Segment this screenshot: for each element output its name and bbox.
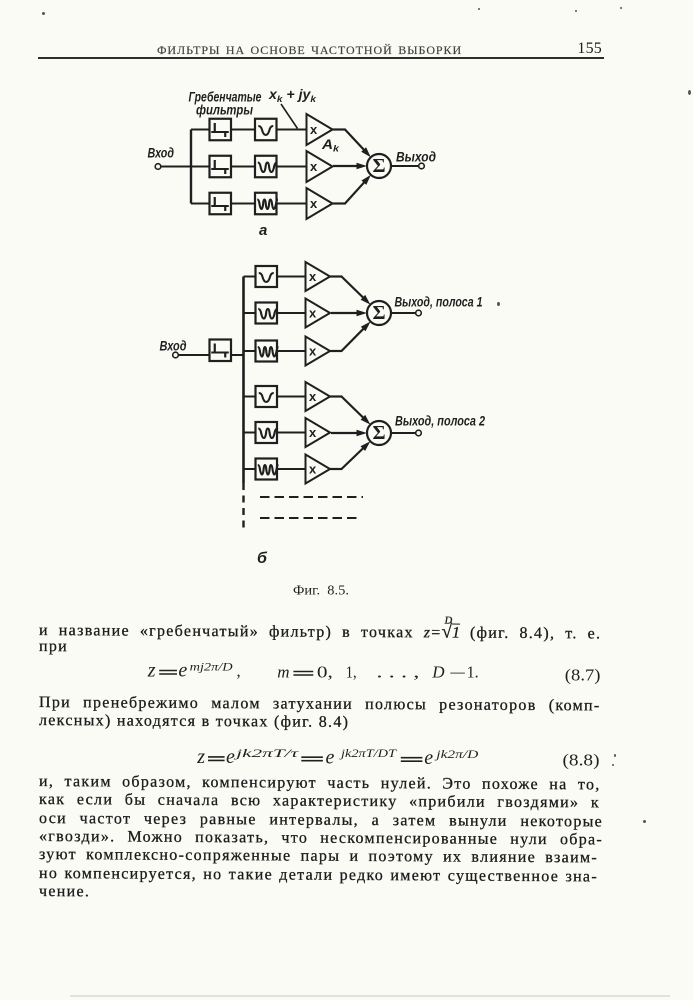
svg-text:m: m <box>277 663 289 682</box>
svg-text:б: б <box>257 550 268 567</box>
svg-text:jk2πT/τ: jk2πT/τ <box>233 746 300 760</box>
svg-text:Вход: Вход <box>160 339 187 354</box>
svg-text:1.: 1. <box>467 663 479 682</box>
svg-text:,: , <box>237 662 241 681</box>
svg-text:xk + jyk: xk + jyk <box>268 87 317 105</box>
svg-text:Вход: Вход <box>148 146 175 161</box>
svg-text:z: z <box>147 660 156 682</box>
svg-text:Ak: Ak <box>321 137 340 155</box>
svg-text:x: x <box>309 305 317 320</box>
svg-text:Σ: Σ <box>372 302 385 324</box>
svg-text:x: x <box>309 461 317 476</box>
svg-text:x: x <box>309 389 317 404</box>
svg-text:0,: 0, <box>317 663 333 682</box>
svg-text:Выход, полоса 1: Выход, полоса 1 <box>395 295 483 310</box>
svg-text:e: e <box>424 747 433 769</box>
svg-text:mj2π/D: mj2π/D <box>190 660 233 674</box>
svg-text:фильтры: фильтры <box>196 103 253 118</box>
svg-text:x: x <box>310 122 318 137</box>
svg-text:e: e <box>178 660 187 682</box>
svg-text:Σ: Σ <box>372 422 385 444</box>
svg-text:x: x <box>309 269 317 284</box>
svg-text:(8.7): (8.7) <box>565 666 601 685</box>
svg-text:x: x <box>310 159 318 174</box>
svg-text:x: x <box>309 425 317 440</box>
svg-text:z: z <box>196 746 205 768</box>
svg-text:x: x <box>309 343 317 358</box>
svg-text:jk2π/D: jk2π/D <box>434 747 479 761</box>
svg-text:Выход: Выход <box>396 150 436 165</box>
svg-text:jk2πT/DT: jk2πT/DT <box>339 746 398 760</box>
svg-text:e: e <box>326 746 335 768</box>
svg-text:Фиг. 8.5.: Фиг. 8.5. <box>293 583 349 598</box>
svg-text:(8.8): (8.8) <box>563 751 600 770</box>
svg-text:а: а <box>259 222 267 239</box>
svg-text:D: D <box>431 663 445 682</box>
svg-text:—: — <box>450 662 466 681</box>
svg-text:1,: 1, <box>346 663 357 682</box>
svg-text:Выход, полоса 2: Выход, полоса 2 <box>395 414 485 429</box>
svg-text:x: x <box>310 196 318 211</box>
svg-text:e: e <box>226 746 235 768</box>
svg-text:Гребенчатые: Гребенчатые <box>189 90 262 105</box>
svg-text:Σ: Σ <box>372 155 385 177</box>
svg-text:. . . ,: . . . , <box>376 663 419 682</box>
